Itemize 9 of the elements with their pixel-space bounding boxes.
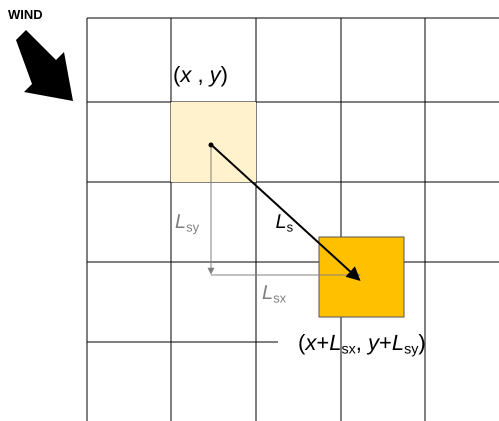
grid-cell	[171, 102, 256, 182]
edge-label: L$_{s}$	[276, 212, 294, 233]
wind-label: WIND	[8, 8, 43, 21]
arrow	[210, 144, 361, 281]
measure-label: L$_{sy}$	[175, 212, 200, 234]
grid-cell	[318, 236, 404, 318]
measure-label: L$_{sx}$	[262, 283, 286, 304]
coordinate-label: (x+L$_{sx}$, y+L$_{sy}$)	[298, 332, 426, 357]
coordinate-label: (x , y)	[173, 64, 228, 86]
